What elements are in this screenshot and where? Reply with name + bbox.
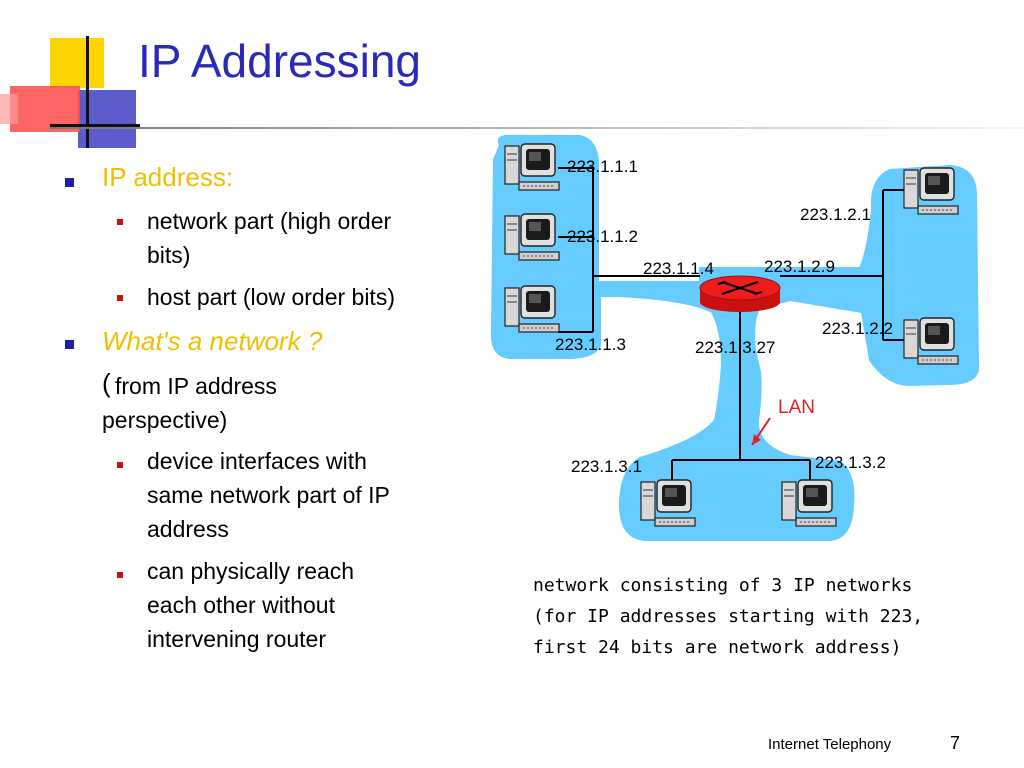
router-interface-label: 223.1.1.4 [643, 259, 714, 278]
subbullet-physically-reach-line1: can physically reach [147, 558, 355, 584]
bullet-marker [65, 178, 74, 187]
host-computer [781, 479, 837, 527]
subbullet-device-interfaces-line1: device interfaces with [147, 448, 367, 474]
caption-line: network consisting of 3 IP networks [533, 575, 913, 596]
host-computer [903, 167, 959, 215]
bullet-from-ip-line1: from IP address [115, 373, 277, 399]
subbullet-marker [117, 295, 123, 301]
subbullet-marker [117, 572, 123, 578]
title-underline [50, 127, 1024, 129]
subbullet-marker [117, 462, 123, 468]
router-interface-label: 223.1.3.27 [695, 338, 775, 357]
caption-line: (for IP addresses starting with 223, [533, 606, 924, 627]
slide-title: IP Addressing [138, 35, 422, 87]
router-interface-label: 223.1.2.9 [764, 257, 835, 276]
host-computer [640, 479, 696, 527]
host-address-label: 223.1.1.1 [567, 157, 638, 176]
host-address-label: 223.1.3.1 [571, 457, 642, 476]
template-logo-graphic [0, 36, 140, 148]
host-computer [903, 317, 959, 365]
host-address-label: 223.1.1.3 [555, 335, 626, 354]
host-computer [504, 143, 560, 191]
host-address-label: 223.1.2.2 [822, 319, 893, 338]
subbullet-network-part-line1: network part (high order [147, 208, 392, 234]
bullet-paren-open: ( [102, 368, 111, 398]
subbullet-device-interfaces-line2: same network part of IP [147, 482, 390, 508]
host-address-label: 223.1.2.1 [800, 205, 871, 224]
slide-footer: Internet Telephony [768, 736, 892, 753]
bullet-whats-a-network: What's a network ? [102, 326, 323, 356]
subbullet-physically-reach-line3: intervening router [147, 626, 326, 652]
subbullet-device-interfaces-line3: address [147, 516, 229, 542]
host-computer [504, 213, 560, 261]
subbullet-physically-reach-line2: each other without [147, 592, 335, 618]
lan-label: LAN [778, 397, 815, 418]
router-icon [699, 275, 781, 312]
bullet-from-ip-line2: perspective) [102, 407, 228, 433]
page-number: 7 [950, 733, 961, 753]
subbullet-network-part-line2: bits) [147, 242, 191, 268]
network-diagram: 223.1.1.1 223.1.1.2 223.1.1.3 223.1.2.1 … [490, 135, 980, 541]
diagram-caption: network consisting of 3 IP networks (for… [533, 570, 923, 663]
bullet-marker [65, 340, 74, 349]
bullet-ip-address: IP address: [102, 162, 234, 192]
host-address-label: 223.1.1.2 [567, 227, 638, 246]
subbullet-host-part: host part (low order bits) [147, 284, 395, 310]
host-computer [504, 285, 560, 333]
caption-line: first 24 bits are network address) [533, 637, 902, 658]
host-address-label: 223.1.3.2 [815, 453, 886, 472]
subbullet-marker [117, 219, 123, 225]
network-cloud [490, 135, 980, 541]
